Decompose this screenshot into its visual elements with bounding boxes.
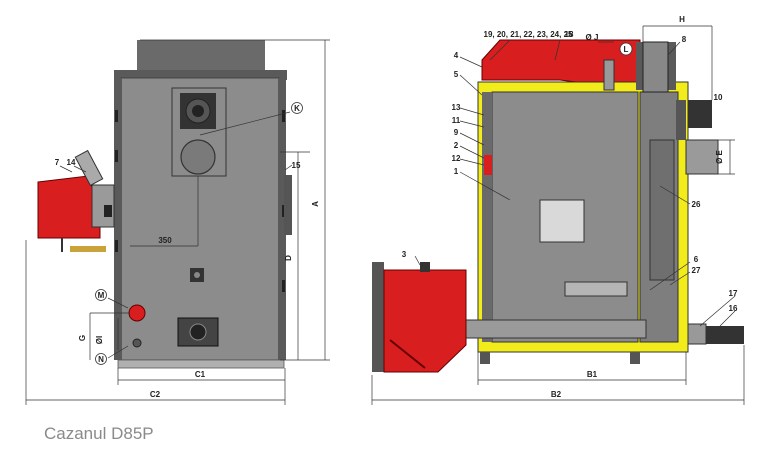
front-callout-circles (95, 102, 303, 365)
dim-phi-E: Ø E (715, 149, 724, 163)
front-red-port (128, 304, 146, 322)
dim-C2: C2 (150, 390, 161, 399)
top-hood (137, 40, 265, 70)
callout-N: N (98, 355, 104, 364)
callout-27: 27 (692, 266, 701, 275)
callout-17: 17 (729, 289, 738, 298)
side-dimension-lines (371, 25, 745, 405)
callout-16: 16 (729, 304, 738, 313)
callout-3: 3 (402, 250, 407, 259)
callout-11: 11 (452, 116, 461, 125)
dim-B1: B1 (587, 370, 598, 379)
side-view: L 19, 20, 21, 22, 23, 24, 25 18 4 5 13 1… (371, 15, 745, 405)
callout-13: 13 (452, 103, 461, 112)
front-dimension-lines (25, 39, 330, 405)
dim-A: A (311, 201, 320, 207)
callout-10: 10 (714, 93, 723, 102)
figure-caption: Cazanul D85P (44, 424, 154, 443)
control-panel (177, 317, 219, 347)
callout-5: 5 (454, 70, 459, 79)
dim-phi-J: Ø J (586, 33, 599, 42)
dim-350: 350 (158, 236, 172, 245)
callout-2: 2 (454, 141, 459, 150)
callout-8: 8 (682, 35, 687, 44)
dim-H: H (679, 15, 685, 24)
pellet-hopper (372, 262, 467, 373)
callout-7: 7 (55, 158, 60, 167)
callout-12: 12 (452, 154, 461, 163)
inspection-window (539, 199, 585, 243)
front-view: K 7 14 15 M N A D G ØI 350 C1 C2 (25, 39, 330, 405)
dim-phi-i: ØI (95, 336, 104, 344)
callout-19-25: 19, 20, 21, 22, 23, 24, 25 (484, 30, 574, 39)
callout-L: L (624, 45, 629, 54)
callout-L-circle (619, 42, 633, 56)
callout-6: 6 (694, 255, 699, 264)
callout-18: 18 (565, 30, 574, 39)
flue-pipe (642, 41, 669, 93)
dim-D: D (284, 255, 293, 261)
callout-K: K (294, 104, 300, 113)
callout-26: 26 (692, 200, 701, 209)
front-burner (37, 149, 115, 252)
dim-B2: B2 (551, 390, 562, 399)
callout-14: 14 (67, 158, 76, 167)
callout-1: 1 (454, 167, 459, 176)
dim-G: G (78, 335, 87, 341)
callout-9: 9 (454, 128, 459, 137)
dim-C1: C1 (195, 370, 206, 379)
callout-M: M (98, 291, 105, 300)
feed-auger (435, 319, 647, 339)
callout-15: 15 (292, 161, 301, 170)
callout-4: 4 (454, 51, 459, 60)
